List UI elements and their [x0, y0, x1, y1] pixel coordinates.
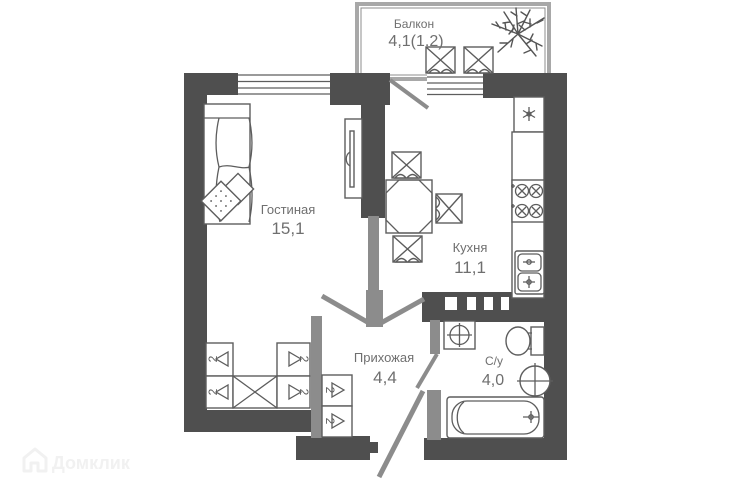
- kitchen-label-group: Кухня 11,1: [453, 240, 488, 277]
- wardrobe-cell: 2: [205, 342, 234, 377]
- wardrobe-cross-cell: [232, 375, 278, 409]
- balcony-door-swing: [388, 78, 430, 110]
- chair: [392, 235, 423, 263]
- bathroom-sink: [517, 363, 553, 399]
- partition-wardrobe: [311, 316, 322, 438]
- bathroom-area: 4,0: [482, 372, 504, 389]
- chair: [391, 151, 422, 179]
- wall-bottom-left: [184, 410, 311, 432]
- bathroom-label: С/у: [485, 354, 503, 368]
- wardrobe-cell: 2: [276, 375, 311, 409]
- wall-bottom-right: [424, 438, 567, 460]
- kitchen-sink: [514, 250, 545, 295]
- svg-text:2: 2: [206, 355, 220, 362]
- wardrobe-cell: 2: [276, 342, 311, 377]
- living-label-group: Гостиная 15,1: [261, 202, 316, 238]
- watermark: Домклик: [22, 447, 131, 473]
- kitchen-area: 11,1: [454, 258, 486, 277]
- vent-duct-openings: [445, 297, 509, 310]
- living-room-window: [238, 73, 330, 95]
- stove: [511, 179, 545, 223]
- sofa: [200, 103, 255, 225]
- entry-door-jamb: [369, 442, 378, 453]
- partition-bathroom-upper: [430, 320, 440, 354]
- sofa-pillow: [200, 180, 242, 222]
- partition-kitchen: [368, 216, 379, 292]
- svg-text:2: 2: [297, 389, 311, 396]
- toilet: [505, 326, 545, 356]
- bathtub: [446, 396, 545, 439]
- bathroom-door-swing: [415, 352, 439, 390]
- fridge: [513, 96, 545, 133]
- svg-text:2: 2: [206, 388, 220, 395]
- balcony-stool: [425, 46, 456, 74]
- living-area: 15,1: [271, 219, 304, 238]
- bathroom-label-group: С/у 4,0: [482, 354, 504, 389]
- balcony-area: 4,1(1.2): [388, 33, 443, 50]
- svg-text:2: 2: [323, 418, 337, 425]
- domclick-house-icon: [22, 447, 48, 473]
- wall-top-left: [184, 73, 238, 95]
- svg-text:2: 2: [297, 356, 311, 363]
- wall-living-kitchen: [361, 95, 385, 218]
- partition-bathroom-lower: [427, 390, 441, 440]
- partition-passage-stub: [366, 290, 383, 327]
- balcony-label-group: Балкон 4,1(1.2): [388, 17, 443, 50]
- kitchen-label: Кухня: [453, 240, 488, 255]
- balcony-label: Балкон: [394, 17, 434, 31]
- entry-door-swing: [376, 389, 426, 479]
- hallway-area: 4,4: [373, 368, 397, 387]
- hallway-label: Прихожая: [354, 350, 414, 365]
- balcony-stool: [463, 46, 494, 74]
- wardrobe-cell: 2: [321, 405, 353, 438]
- wall-left: [184, 73, 207, 432]
- chair: [435, 193, 463, 224]
- watermark-brand: Домклик: [52, 453, 131, 473]
- wall-right: [544, 73, 567, 460]
- passage-opening-marks: [320, 293, 426, 326]
- hallway-label-group: Прихожая 4,4: [354, 350, 414, 387]
- wardrobe-cell: 2: [321, 374, 353, 407]
- snowflake-icon: [522, 107, 536, 121]
- washing-machine: [443, 320, 476, 350]
- living-label: Гостиная: [261, 202, 316, 217]
- wall-bottom-step: [296, 436, 370, 460]
- dining-table: [385, 179, 433, 234]
- plant: [491, 7, 545, 57]
- kitchen-window: [427, 74, 483, 96]
- tv-unit: [344, 118, 363, 199]
- svg-text:2: 2: [323, 387, 337, 394]
- wardrobe-cell: 2: [205, 375, 234, 409]
